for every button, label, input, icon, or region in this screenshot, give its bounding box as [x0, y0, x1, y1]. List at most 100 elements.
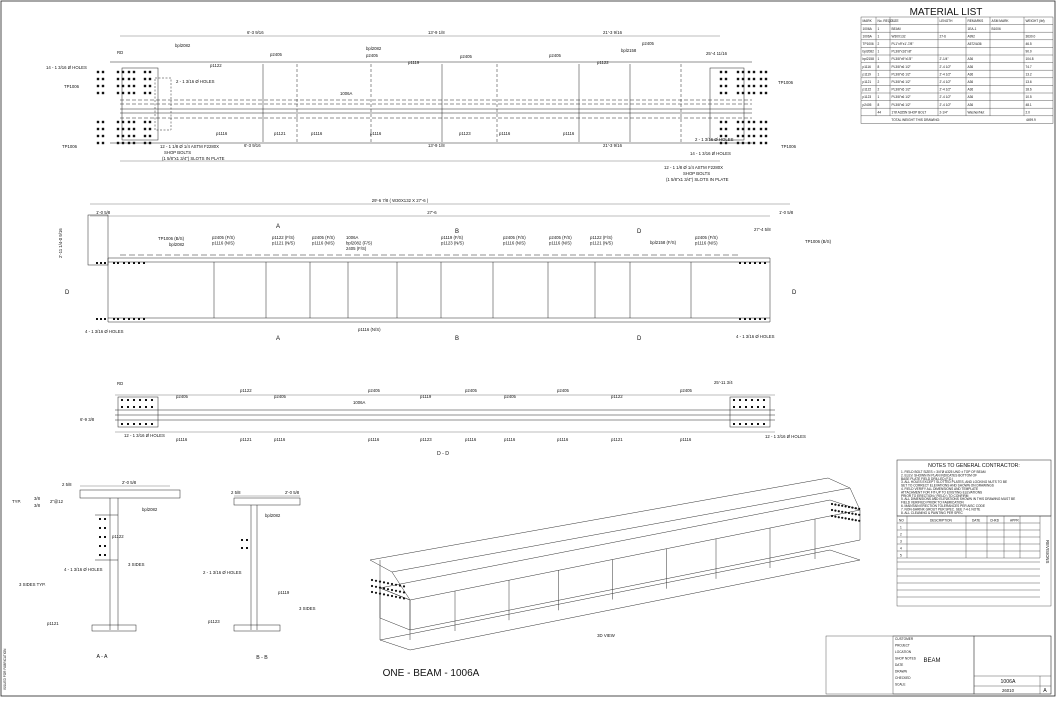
note-line: PRIOR TO ERECTION ( FIELD ) TO CONFIRM: [901, 494, 969, 498]
bolt-mark: [370, 578, 374, 582]
bolt-mark: [96, 91, 100, 95]
elevation-callout: p2405 (F/S): [312, 235, 335, 240]
section-aa-view: [79, 485, 181, 632]
bolt-mark: [763, 406, 765, 408]
ml-header-cell: SIZE: [892, 19, 899, 23]
ml-cell: 1: [878, 50, 880, 54]
bolt-mark: [752, 141, 756, 145]
dim-bottom-3: 21'-3 9/16: [603, 143, 623, 148]
bolt-mark: [830, 514, 834, 518]
ml-cell: A36: [968, 65, 974, 69]
bolt-mark: [851, 518, 854, 521]
note-line: 3. ALL HOLES EXCEPT SLOTTED PLATES, AND …: [901, 480, 1007, 484]
bolt-mark: [733, 399, 735, 401]
label-p1122-a: p1122: [210, 63, 222, 68]
bolt-mark: [854, 519, 857, 522]
bolt-mark: [763, 399, 765, 401]
bolt-mark: [241, 539, 243, 541]
bolt-mark: [747, 127, 751, 131]
bolt-mark: [123, 318, 125, 320]
holes-note-r2: 14 - 1 3/16 Ø HOLES: [690, 151, 731, 156]
bolt-mark: [752, 70, 756, 74]
bolt-mark: [139, 406, 141, 408]
bolt-mark: [99, 554, 101, 556]
aa-weld-note: 2"@12: [50, 499, 64, 504]
section-b-marker-bottom: B: [455, 336, 459, 342]
bolt-mark: [764, 77, 768, 81]
bolt-mark: [143, 120, 147, 124]
bolt-mark: [394, 589, 398, 592]
rev-header-cell: DESCRIPTION: [930, 519, 952, 523]
beam-mark-plan: 1006A: [340, 91, 353, 96]
ml-cell: 104.8: [1026, 57, 1034, 61]
elevation-callout: p2405 (F/S): [503, 235, 526, 240]
bolt-mark: [847, 505, 851, 509]
ml-cell: 1EA-1: [968, 27, 977, 31]
bb-dim-top: 2'-0 5/8: [285, 490, 300, 495]
bolt-mark: [402, 585, 406, 588]
bolt-mark: [101, 70, 105, 74]
bolt-mark: [374, 585, 378, 588]
bolt-mark: [398, 584, 402, 587]
ml-cell: 1: [878, 57, 880, 61]
bolt-mark: [764, 134, 768, 138]
notes-panel: NOTES TO GENERAL CONTRACTOR: 1. FIELD BO…: [896, 459, 1052, 517]
label-tp1006-l: TP1006: [64, 84, 80, 89]
bolt-mark: [104, 545, 106, 547]
ml-cell: PL1"x9"x1'-7/8": [892, 42, 914, 46]
bolt-mark: [719, 120, 723, 124]
dd-beam-mark: 1006A: [353, 400, 366, 405]
bolt-mark: [99, 518, 101, 520]
dd-top-callout: p1119: [420, 394, 432, 399]
ml-cell: PL3/8"x6 1/2": [892, 80, 911, 84]
bolt-mark: [121, 423, 123, 425]
bolt-mark: [121, 77, 125, 81]
elevation-callout: p1121 (N/S): [590, 241, 613, 246]
ml-cell: PL3/8"x16"x8": [892, 50, 912, 54]
label-p1121: p1121: [274, 131, 286, 136]
left-offset-dim: 1'-0 5/8: [96, 210, 111, 215]
title-block-field-label: CUSTOMER: [895, 637, 914, 641]
bolt-mark: [148, 134, 152, 138]
bolt-mark: [749, 262, 751, 264]
bolt-mark: [851, 506, 854, 509]
bolt-mark: [739, 318, 741, 320]
ml-cell: 2'-4 1/2": [940, 65, 952, 69]
dd-top-callout: p2405: [504, 394, 517, 399]
bolt-mark: [246, 547, 248, 549]
bolt-mark: [841, 510, 844, 513]
isometric-3d-view: [369, 477, 861, 651]
tp-left-label: TP1006 (B/S): [158, 236, 185, 241]
elevation-callout: p2405 (F/S): [212, 235, 235, 240]
bolt-mark: [370, 584, 374, 588]
ml-cell: 2: [878, 88, 880, 92]
bolt-mark: [739, 399, 741, 401]
bolt-mark: [133, 406, 135, 408]
bolt-mark: [744, 262, 746, 264]
bolt-mark: [101, 141, 105, 145]
bolt-mark: [837, 510, 840, 513]
dd-top-callout: p2405: [465, 388, 478, 393]
bolt-mark: [751, 399, 753, 401]
bolt-mark: [121, 84, 125, 88]
bolt-mark: [759, 91, 763, 95]
ml-total-label: TOTAL WEIGHT THIS DRAWING:: [891, 118, 940, 122]
bolt-mark: [96, 70, 100, 74]
dim-top-3: 21'-3 9/16: [603, 30, 623, 35]
bolt-mark: [844, 505, 847, 508]
rev-row-number: 1: [900, 526, 902, 530]
holes-note-l: 14 - 1 3/16 Ø HOLES: [46, 65, 87, 70]
elevation-callout: p1123 (N/S): [441, 241, 464, 246]
bolt-mark: [116, 120, 120, 124]
bolt-mark: [837, 516, 840, 519]
bolt-mark: [741, 120, 745, 124]
bolt-mark: [143, 84, 147, 88]
section-d-marker-bottom: D: [637, 336, 642, 342]
bolt-mark: [148, 141, 152, 145]
ml-cell: p1116: [863, 65, 872, 69]
bolt-mark: [757, 399, 759, 401]
bolt-mark: [745, 423, 747, 425]
bolt-mark: [101, 120, 105, 124]
aa-typ: TYP.: [12, 499, 21, 504]
bolt-mark: [113, 318, 115, 320]
